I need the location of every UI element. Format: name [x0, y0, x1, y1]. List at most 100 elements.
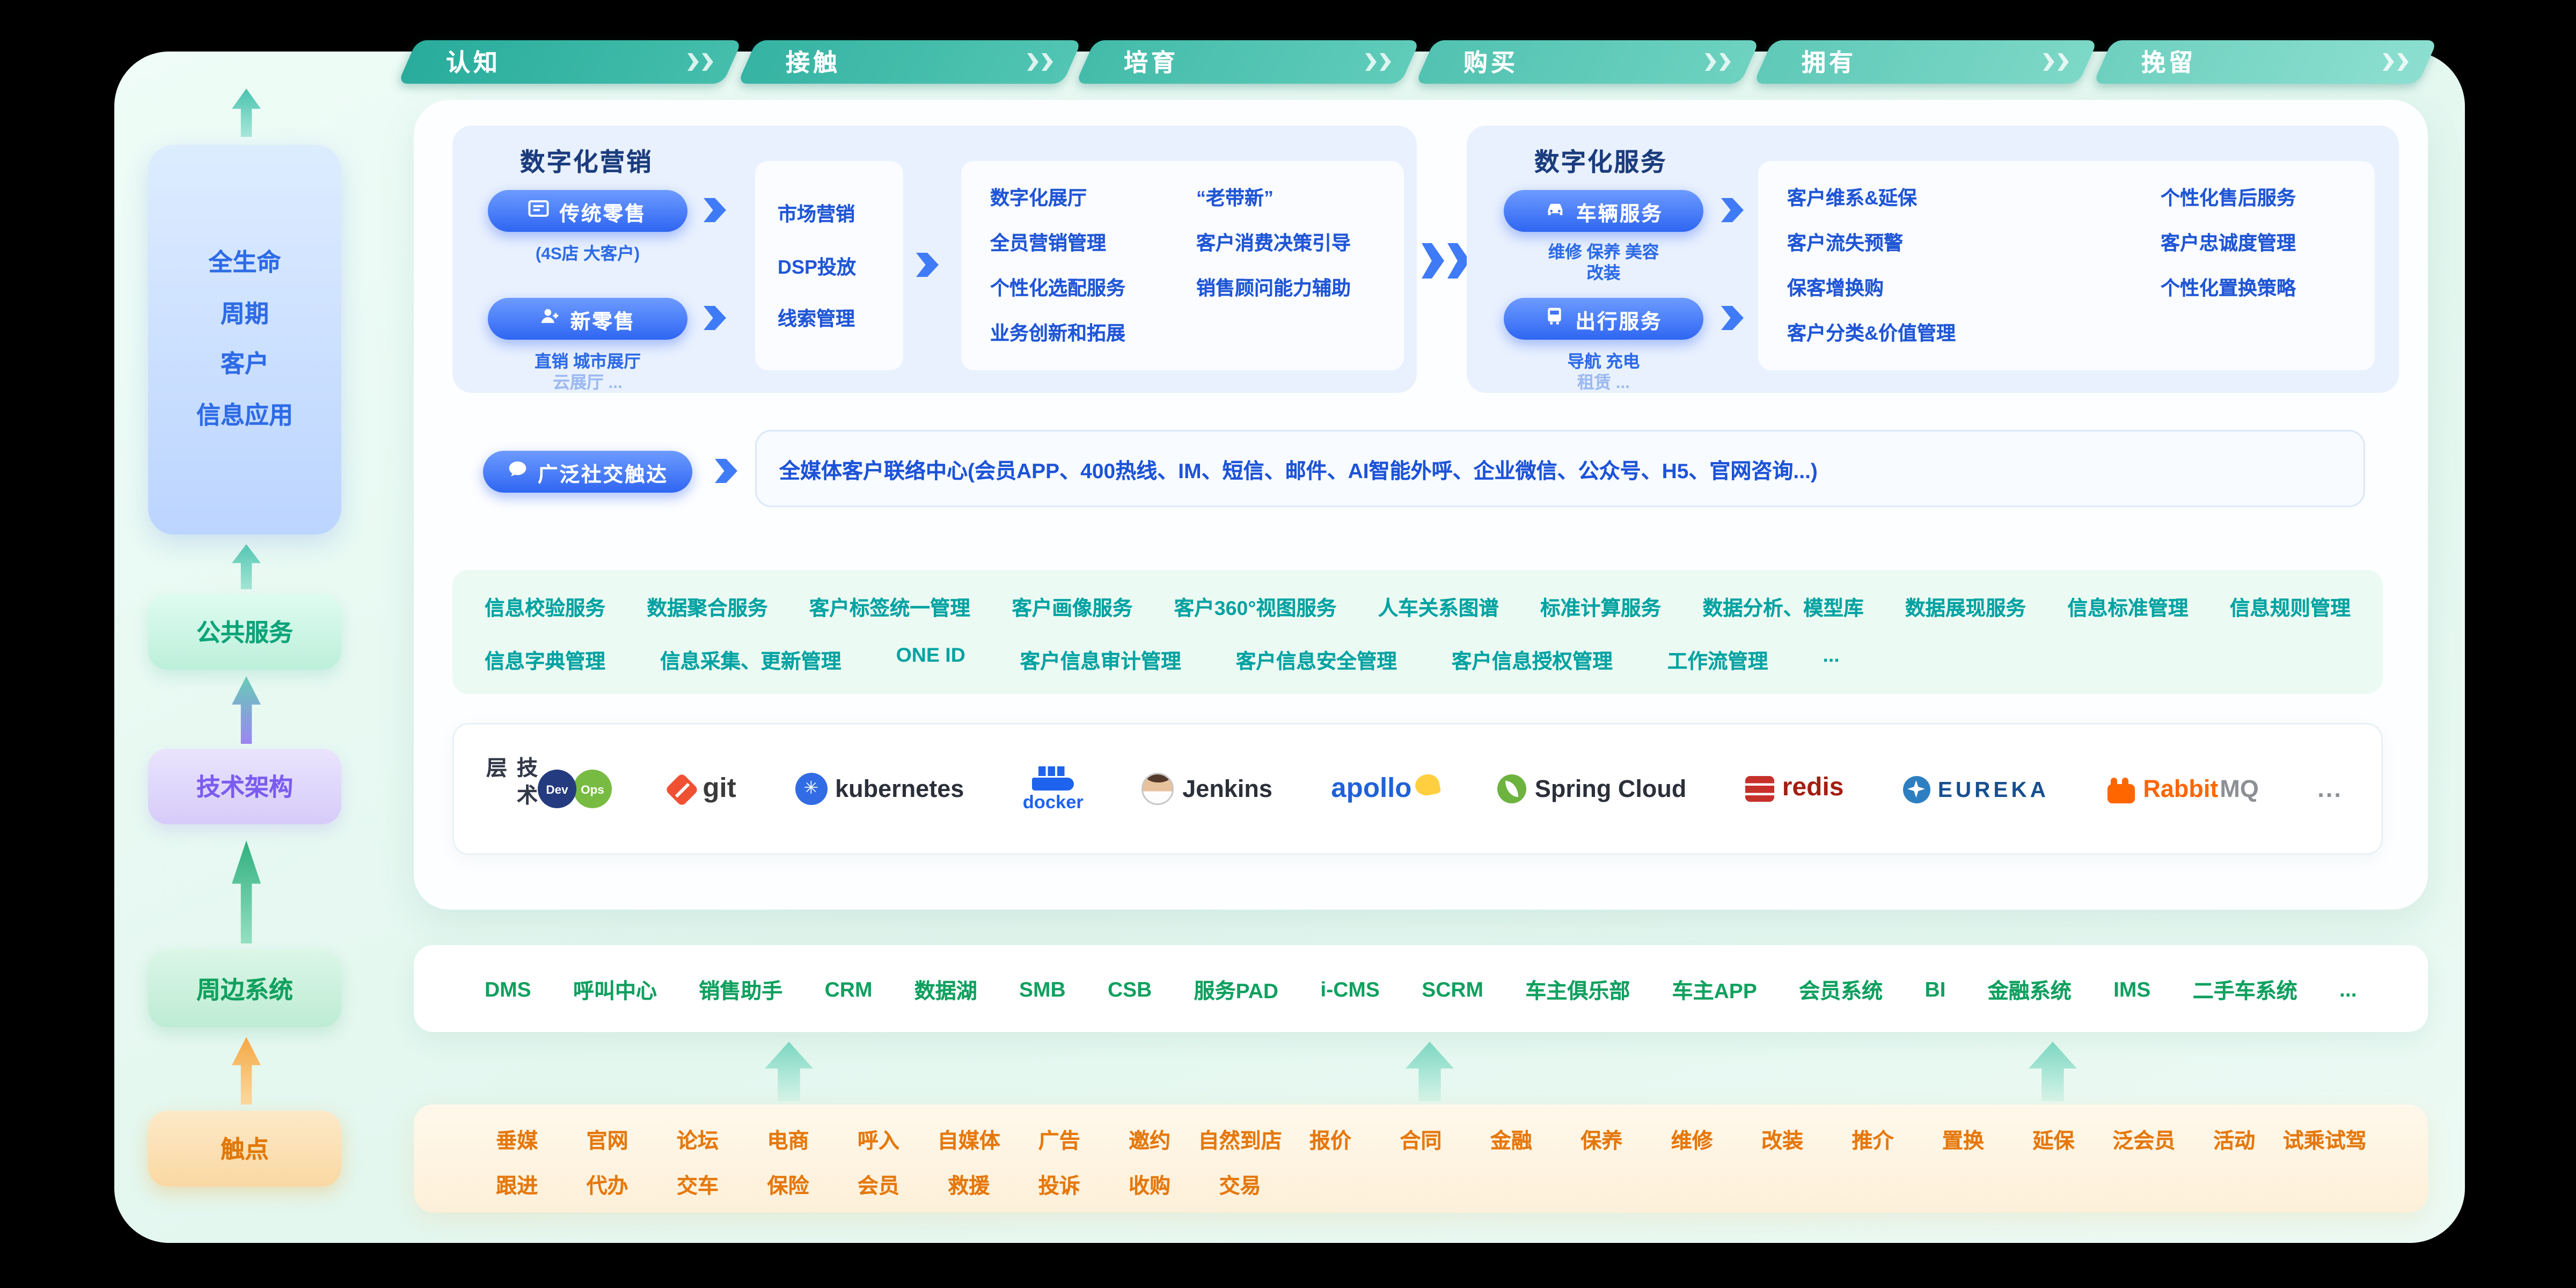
common-services-band: 信息校验服务数据聚合服务客户标签统一管理客户画像服务客户360°视图服务人车关系… — [452, 570, 2383, 694]
touchpoint-item: 维修 — [1671, 1129, 1713, 1153]
person-plus-icon — [540, 306, 561, 332]
system-item: 数据湖 — [914, 978, 977, 1002]
vehicle-service-button[interactable]: 车辆服务 — [1504, 190, 1703, 232]
capability-item: 数字化展厅 — [990, 187, 1087, 209]
stage-tab[interactable]: 挽留 — [2092, 40, 2436, 84]
service-item: 信息标准管理 — [2067, 597, 2189, 620]
touchpoints-grid: 垂媒官网论坛电商呼入自媒体广告邀约自然到店报价合同金融保养维修改装推介置换延保泛… — [472, 1124, 2370, 1199]
touchpoint-item: 推介 — [1851, 1129, 1894, 1153]
stage-tab[interactable]: 认知 — [397, 40, 742, 84]
rabbitmq-rabbit-icon — [2107, 777, 2135, 803]
service-item: ONE ID — [896, 644, 965, 667]
stage-tab[interactable]: 接触 — [736, 40, 1081, 84]
stage-tab[interactable]: 购买 — [1414, 40, 1759, 84]
system-item: IMS — [2113, 976, 2151, 1001]
touchpoint-item: 论坛 — [677, 1129, 719, 1153]
services-capabilities-box: 客户维系&延保客户流失预警保客增换购客户分类&价值管理 个性化售后服务客户忠诚度… — [1758, 161, 2375, 370]
new-retail-caption-2: 云展厅 ... — [553, 374, 623, 393]
travel-service-label: 出行服务 — [1575, 310, 1663, 333]
touchpoint-item: 试乘试驾 — [2282, 1129, 2367, 1153]
stage-tab-label: 购买 — [1462, 50, 1518, 77]
funnel-item: DSP投放 — [778, 255, 857, 278]
tech-architecture-box: 技术架构 — [148, 749, 341, 824]
system-item: i-CMS — [1320, 976, 1380, 1001]
touchpoint-item: 报价 — [1309, 1129, 1352, 1153]
tech-layer-label: 技术层 — [483, 757, 538, 811]
system-item: 会员系统 — [1799, 978, 1883, 1002]
system-item: 二手车系统 — [2192, 978, 2297, 1002]
chat-bubble-icon — [507, 459, 528, 485]
chevron-right-icon — [1026, 53, 1051, 71]
touchpoint-item: 交车 — [677, 1174, 719, 1198]
capability-item: 客户流失预警 — [1787, 232, 1904, 254]
touchpoint-item: 活动 — [2213, 1129, 2256, 1153]
stage-tab-label: 挽留 — [2140, 50, 2196, 77]
lifecycle-stage-tabs: 认知 接触 培育 购买 拥有 挽留 — [397, 40, 2436, 84]
capability-item: 保客增换购 — [1787, 277, 1884, 299]
service-item: 信息采集、更新管理 — [660, 650, 841, 673]
touchpoint-item: 垂媒 — [496, 1129, 538, 1153]
capability-item: “老带新” — [1196, 187, 1274, 209]
system-item: 车主APP — [1672, 978, 1757, 1002]
touchpoint-item: 跟进 — [496, 1174, 538, 1198]
touchpoint-item: 金融 — [1490, 1129, 1532, 1153]
redis-logo: redis — [1745, 774, 1844, 803]
system-item: 呼叫中心 — [573, 978, 657, 1002]
system-item: 车主俱乐部 — [1525, 978, 1630, 1002]
system-item: 服务PAD — [1194, 978, 1279, 1002]
flow-double-arrow-icon — [1422, 243, 1470, 279]
touchpoints-box: 触点 — [148, 1111, 341, 1187]
lifecycle-application-box: 全生命 周期 客户 信息应用 — [148, 145, 341, 535]
stage-tab[interactable]: 拥有 — [1753, 40, 2097, 84]
spring-cloud-logo: Spring Cloud — [1497, 774, 1686, 803]
travel-service-button[interactable]: 出行服务 — [1504, 298, 1703, 340]
service-item: 标准计算服务 — [1540, 597, 1662, 620]
system-item: DMS — [485, 976, 531, 1001]
system-item: SCRM — [1422, 976, 1484, 1001]
system-item: CRM — [824, 976, 873, 1001]
storefront-icon — [529, 198, 550, 224]
panel-title: 数字化服务 — [1534, 150, 1667, 177]
capability-item: 个性化售后服务 — [2161, 187, 2296, 209]
social-reach-button[interactable]: 广泛社交触达 — [483, 451, 692, 493]
git-logo: git — [665, 772, 736, 806]
stage-tab[interactable]: 培育 — [1075, 40, 1419, 84]
docker-whale-icon — [1032, 765, 1074, 790]
funnel-item: 线索管理 — [778, 308, 855, 331]
touchpoint-item: 合同 — [1400, 1129, 1442, 1153]
eureka-icon — [1902, 775, 1930, 803]
apollo-bird-icon — [1413, 771, 1441, 797]
touchpoint-item: 泛会员 — [2112, 1129, 2176, 1153]
devops-ops-loop: Ops — [573, 770, 612, 808]
new-retail-label: 新零售 — [570, 310, 636, 333]
touchpoint-item: 代办 — [586, 1174, 628, 1198]
social-reach-label: 广泛社交触达 — [537, 463, 668, 486]
capability-item: 个性化选配服务 — [990, 277, 1126, 299]
capability-item: 客户消费决策引导 — [1196, 232, 1351, 254]
new-retail-button[interactable]: 新零售 — [488, 298, 687, 340]
traditional-retail-button[interactable]: 传统零售 — [488, 190, 687, 232]
travel-service-caption-1: 导航 充电 — [1567, 353, 1640, 372]
kubernetes-logo: kubernetes — [795, 773, 964, 805]
service-item: 信息规则管理 — [2229, 597, 2351, 620]
touchpoint-item: 自媒体 — [937, 1129, 1000, 1153]
capability-item: 销售顾问能力辅助 — [1196, 277, 1351, 299]
traditional-retail-label: 传统零售 — [559, 202, 647, 225]
more-logos-ellipsis: ... — [2317, 775, 2343, 803]
vehicle-service-caption-2: 改装 — [1586, 264, 1621, 283]
digital-marketing-panel: 数字化营销 传统零售 (4S店 大客户) 新零售 直销 城市展厅 云展厅 ...… — [452, 126, 1417, 393]
marketing-capabilities-col1: 数字化展厅全员营销管理个性化选配服务业务创新和拓展 — [990, 184, 1125, 348]
traditional-retail-caption: (4S店 大客户) — [535, 245, 640, 264]
capability-item: 个性化置换策略 — [2161, 277, 2296, 299]
system-item: 金融系统 — [1987, 978, 2072, 1002]
service-item: 工作流管理 — [1667, 650, 1768, 673]
flow-arrow-icon — [704, 198, 726, 222]
touchpoint-item: 救援 — [948, 1174, 990, 1198]
service-item: ... — [1823, 644, 1840, 667]
service-item: 客户360°视图服务 — [1174, 597, 1337, 620]
service-item: 客户信息授权管理 — [1451, 650, 1613, 673]
peripheral-systems-box: 周边系统 — [148, 950, 341, 1027]
